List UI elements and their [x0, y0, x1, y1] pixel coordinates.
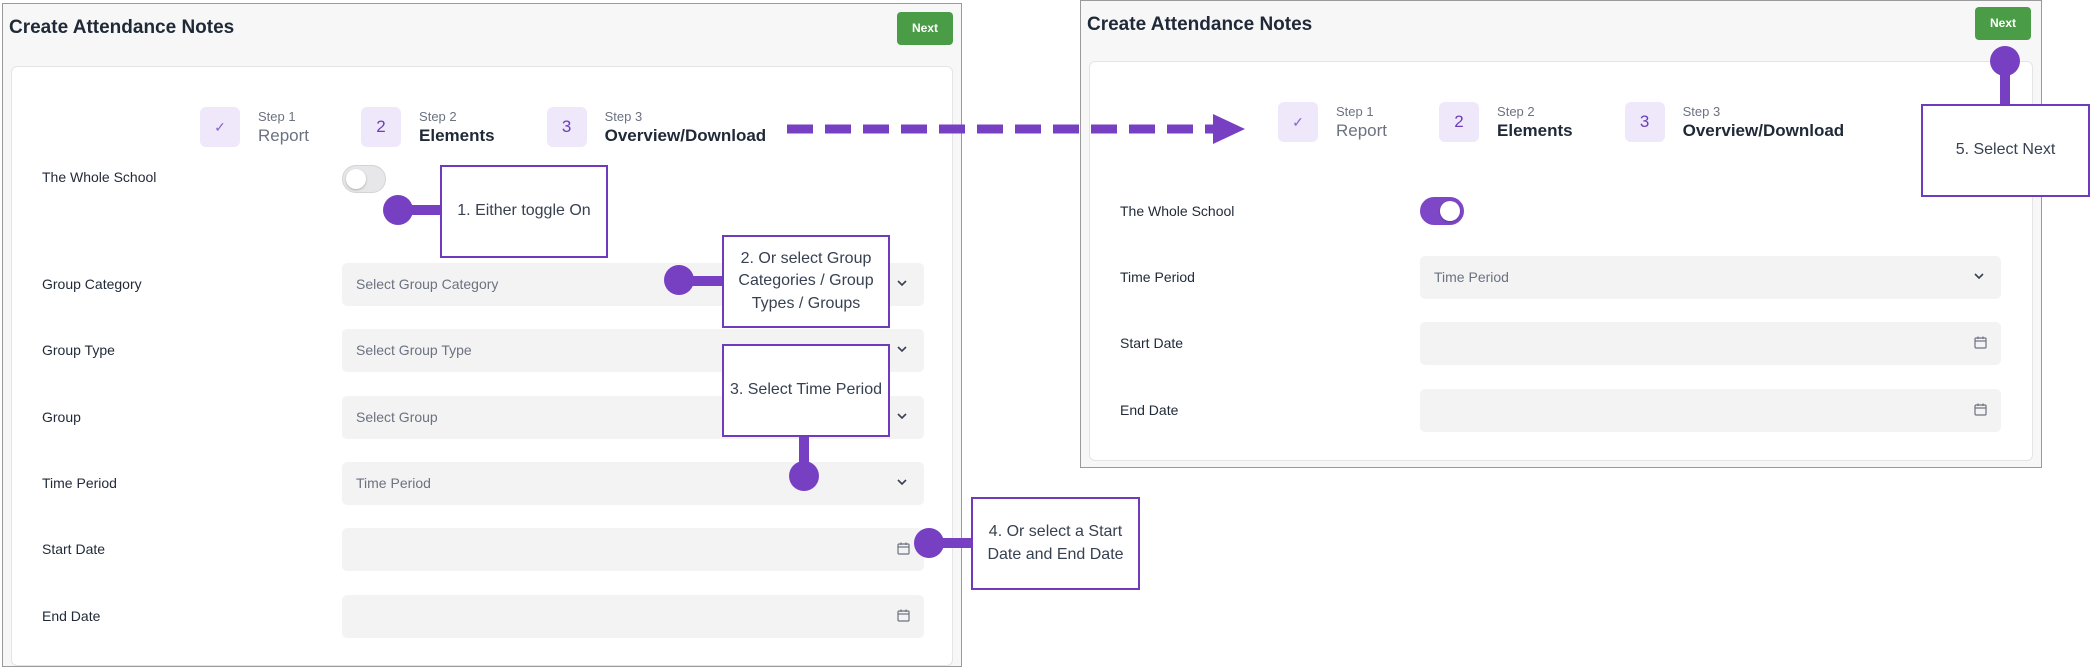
stepper: ✓ Step 1 Report 2 Step 2 Elements 3 Step…	[1278, 102, 1896, 142]
calendar-icon[interactable]	[897, 542, 910, 555]
step-name: Report	[258, 125, 310, 145]
time-period-label: Time Period	[42, 475, 117, 491]
chevron-down-icon	[897, 413, 907, 420]
callout-2-connector	[678, 276, 722, 286]
step-number: Step 1	[258, 108, 296, 124]
step-number: Step 3	[604, 108, 643, 124]
callout-1-marker	[383, 195, 413, 225]
whole-school-toggle[interactable]	[342, 165, 386, 193]
time-period-label: Time Period	[1120, 269, 1195, 285]
callout-1-connector	[398, 205, 440, 215]
whole-school-toggle[interactable]	[1420, 197, 1464, 225]
start-date-input[interactable]	[1420, 322, 2001, 365]
time-period-select[interactable]: Time Period	[342, 462, 924, 505]
check-icon: ✓	[1278, 102, 1318, 142]
end-date-input[interactable]	[1420, 389, 2001, 432]
step-3[interactable]: 3 Step 3 Overview/Download	[1624, 102, 1845, 142]
next-button[interactable]: Next	[897, 12, 953, 45]
next-button[interactable]: Next	[1975, 7, 2031, 40]
toggle-knob	[346, 169, 366, 189]
calendar-icon[interactable]	[1974, 336, 1987, 349]
step-badge: 2	[361, 107, 402, 147]
group-label: Group	[42, 409, 81, 425]
time-period-select[interactable]: Time Period	[1420, 256, 2001, 299]
step-2[interactable]: 2 Step 2 Elements	[361, 107, 495, 147]
group-category-placeholder: Select Group Category	[356, 276, 499, 292]
step-3[interactable]: 3 Step 3 Overview/Download	[546, 107, 767, 147]
whole-school-label: The Whole School	[1120, 203, 1235, 219]
step-name: Overview/Download	[604, 125, 767, 145]
callout-4: 4. Or select a Start Date and End Date	[971, 497, 1140, 590]
step-badge: 2	[1439, 102, 1480, 142]
step-name: Elements	[1497, 120, 1573, 140]
page-title: Create Attendance Notes	[9, 17, 235, 38]
step-name: Report	[1336, 120, 1388, 140]
callout-5: 5. Select Next	[1921, 104, 2090, 197]
step-number: Step 3	[1682, 103, 1721, 119]
callout-3-connector	[799, 437, 809, 465]
callout-3-marker	[789, 461, 819, 491]
chevron-down-icon	[1974, 273, 1984, 280]
toggle-knob	[1440, 201, 1460, 221]
whole-school-label: The Whole School	[42, 169, 157, 185]
callout-2: 2. Or select Group Categories / Group Ty…	[722, 235, 890, 328]
start-date-label: Start Date	[42, 541, 106, 557]
callout-4-connector	[928, 538, 972, 548]
step-number: Step 2	[1497, 103, 1535, 119]
calendar-icon[interactable]	[1974, 403, 1987, 416]
group-category-label: Group Category	[42, 276, 142, 292]
row-end-date: End Date	[12, 595, 952, 639]
start-date-input[interactable]	[342, 528, 924, 571]
chevron-down-icon	[897, 280, 907, 287]
row-time-period: Time Period Time Period	[12, 462, 952, 506]
step-2[interactable]: 2 Step 2 Elements	[1439, 102, 1573, 142]
time-period-placeholder: Time Period	[1434, 269, 1509, 285]
row-start-date: Start Date	[12, 528, 952, 572]
end-date-input[interactable]	[342, 595, 924, 638]
callout-5-connector	[2000, 70, 2010, 106]
row-time-period: Time Period Time Period	[1090, 256, 2032, 300]
create-attendance-notes-window: Create Attendance Notes Next ✓ Step 1 Re…	[2, 3, 962, 667]
chevron-down-icon	[897, 479, 907, 486]
create-attendance-notes-window-final: Create Attendance Notes Next ✓ Step 1 Re…	[1080, 0, 2042, 468]
row-end-date: End Date	[1090, 389, 2032, 433]
calendar-icon[interactable]	[897, 609, 910, 622]
form-card: ✓ Step 1 Report 2 Step 2 Elements 3 Step…	[1089, 61, 2033, 461]
time-period-placeholder: Time Period	[356, 475, 431, 491]
step-name: Elements	[419, 125, 495, 145]
callout-2-marker	[664, 265, 694, 295]
step-badge: 3	[1624, 102, 1665, 142]
check-icon: ✓	[200, 107, 240, 147]
row-whole-school: The Whole School	[1090, 190, 2032, 234]
stepper: ✓ Step 1 Report 2 Step 2 Elements 3 Step…	[200, 107, 818, 147]
group-type-label: Group Type	[42, 342, 115, 358]
page-title: Create Attendance Notes	[1087, 14, 1313, 35]
step-number: Step 2	[419, 108, 457, 124]
step-1[interactable]: ✓ Step 1 Report	[200, 107, 309, 147]
group-type-placeholder: Select Group Type	[356, 342, 472, 358]
callout-3: 3. Select Time Period	[722, 344, 890, 437]
chevron-down-icon	[897, 346, 907, 353]
callout-1: 1. Either toggle On	[440, 165, 608, 258]
step-name: Overview/Download	[1682, 120, 1845, 140]
step-number: Step 1	[1336, 103, 1374, 119]
row-whole-school: The Whole School	[12, 153, 952, 197]
group-placeholder: Select Group	[356, 409, 438, 425]
end-date-label: End Date	[1120, 402, 1179, 418]
step-badge: 3	[546, 107, 587, 147]
row-start-date: Start Date	[1090, 322, 2032, 366]
end-date-label: End Date	[42, 608, 101, 624]
start-date-label: Start Date	[1120, 335, 1184, 351]
dashed-arrow	[787, 114, 1245, 144]
step-1[interactable]: ✓ Step 1 Report	[1278, 102, 1387, 142]
